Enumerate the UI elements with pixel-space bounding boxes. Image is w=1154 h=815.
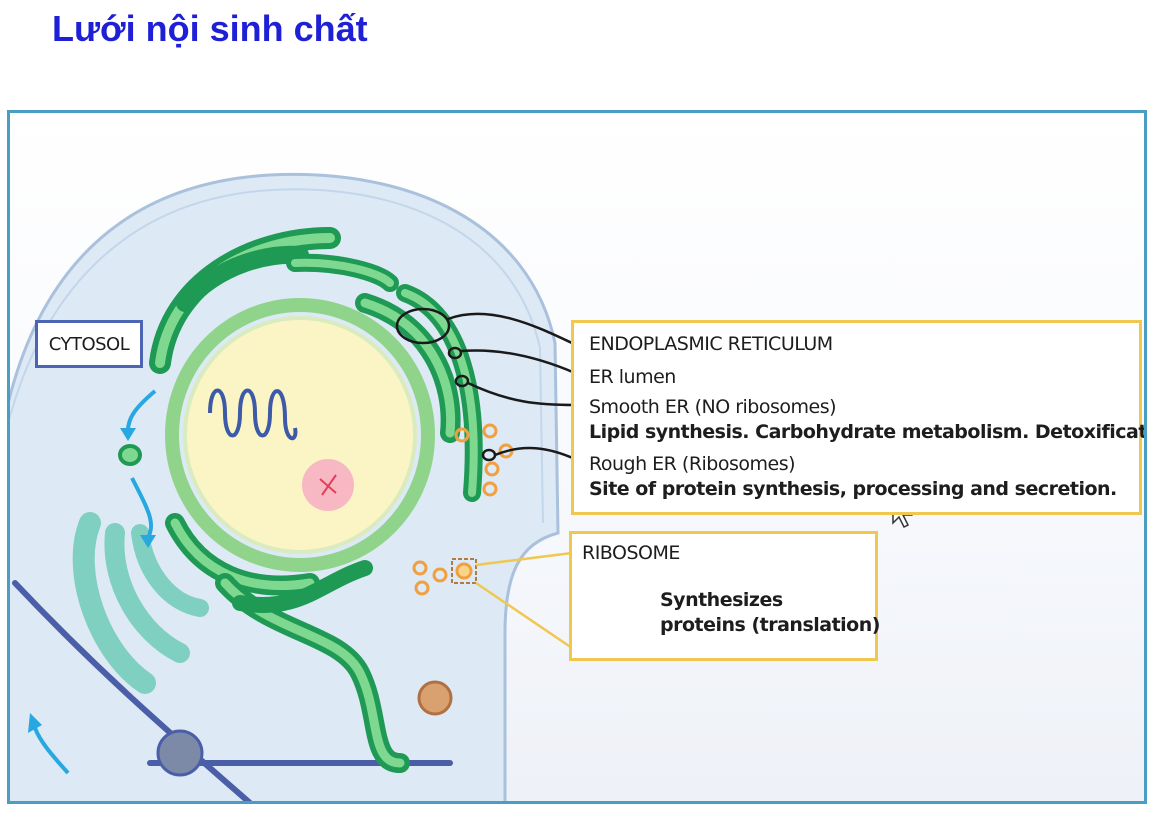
smooth-er-label: Smooth ER (NO ribosomes)	[589, 396, 837, 418]
ribosome-dot	[484, 461, 500, 477]
ribosome-label-box: RIBOSOME Synthesizes proteins (translati…	[569, 531, 880, 661]
transport-vesicle	[118, 444, 142, 466]
transport-arrow	[126, 389, 157, 432]
cytosol-label: CYTOSOL	[35, 320, 143, 368]
golgi-cisterna	[131, 524, 209, 617]
er-lumen-pointer-ring	[447, 346, 463, 360]
leader-smooth-er	[467, 381, 576, 407]
ribosome-dot	[482, 423, 498, 439]
golgi-cisterna	[72, 512, 156, 694]
slide-title: Lưới nội sinh chất	[52, 8, 368, 49]
ribosome-dot	[454, 427, 470, 443]
nucleus	[183, 316, 417, 554]
er-cisterna-lumen	[360, 298, 456, 438]
free-ribosome	[414, 580, 430, 596]
er-cisterna-lumen	[401, 289, 478, 497]
er-cisterna-lumen	[220, 578, 405, 768]
free-ribosome	[412, 560, 428, 576]
diagram-frame: CYTOSOL ENDOPLASMIC RETICULUM ER lumen S…	[7, 110, 1147, 804]
er-cisterna	[232, 560, 373, 613]
er-lumen-label: ER lumen	[589, 366, 676, 388]
ribosome-title: RIBOSOME	[582, 542, 680, 564]
transport-arrow	[33, 727, 70, 775]
rough-er-function: Site of protein synthesis, processing an…	[589, 478, 1117, 500]
er-cisterna	[176, 245, 309, 312]
ribosome-highlight-box	[451, 558, 477, 584]
golgi-cisterna	[104, 523, 190, 663]
cytoskeleton-line	[12, 580, 253, 801]
er-title: ENDOPLASMIC RETICULUM	[589, 333, 833, 355]
transport-arrow-head	[120, 428, 136, 441]
er-pointer-ring	[395, 307, 451, 345]
ribosome-function-line-2: proteins (translation)	[660, 614, 880, 636]
transport-arrow-head	[140, 535, 156, 548]
centrosome	[156, 729, 204, 777]
smooth-er-function: Lipid synthesis. Carbohydrate metabolism…	[589, 421, 1147, 443]
ribosome-function-line-1: Synthesizes	[660, 589, 783, 611]
transport-arrow	[130, 477, 153, 539]
dna-strand	[208, 388, 298, 441]
ribosome-dot	[482, 481, 498, 497]
rough-er-label: Rough ER (Ribosomes)	[589, 453, 796, 475]
er-label-box: ENDOPLASMIC RETICULUM ER lumen Smooth ER…	[571, 320, 1144, 515]
transport-arrow-head	[28, 713, 42, 733]
lysosome	[417, 680, 453, 716]
leader-ribosome	[475, 581, 573, 650]
leader-ribosome	[475, 551, 573, 567]
free-ribosome	[455, 562, 473, 580]
leader-er	[447, 312, 573, 345]
leader-er-lumen	[460, 349, 576, 375]
chromatin-mark	[319, 474, 337, 496]
nuclear-envelope-outer	[165, 298, 435, 572]
free-ribosome	[432, 567, 448, 583]
leader-rough-er	[494, 446, 576, 461]
smooth-er-pointer-ring	[454, 374, 470, 388]
er-cisterna-lumen	[291, 258, 394, 287]
